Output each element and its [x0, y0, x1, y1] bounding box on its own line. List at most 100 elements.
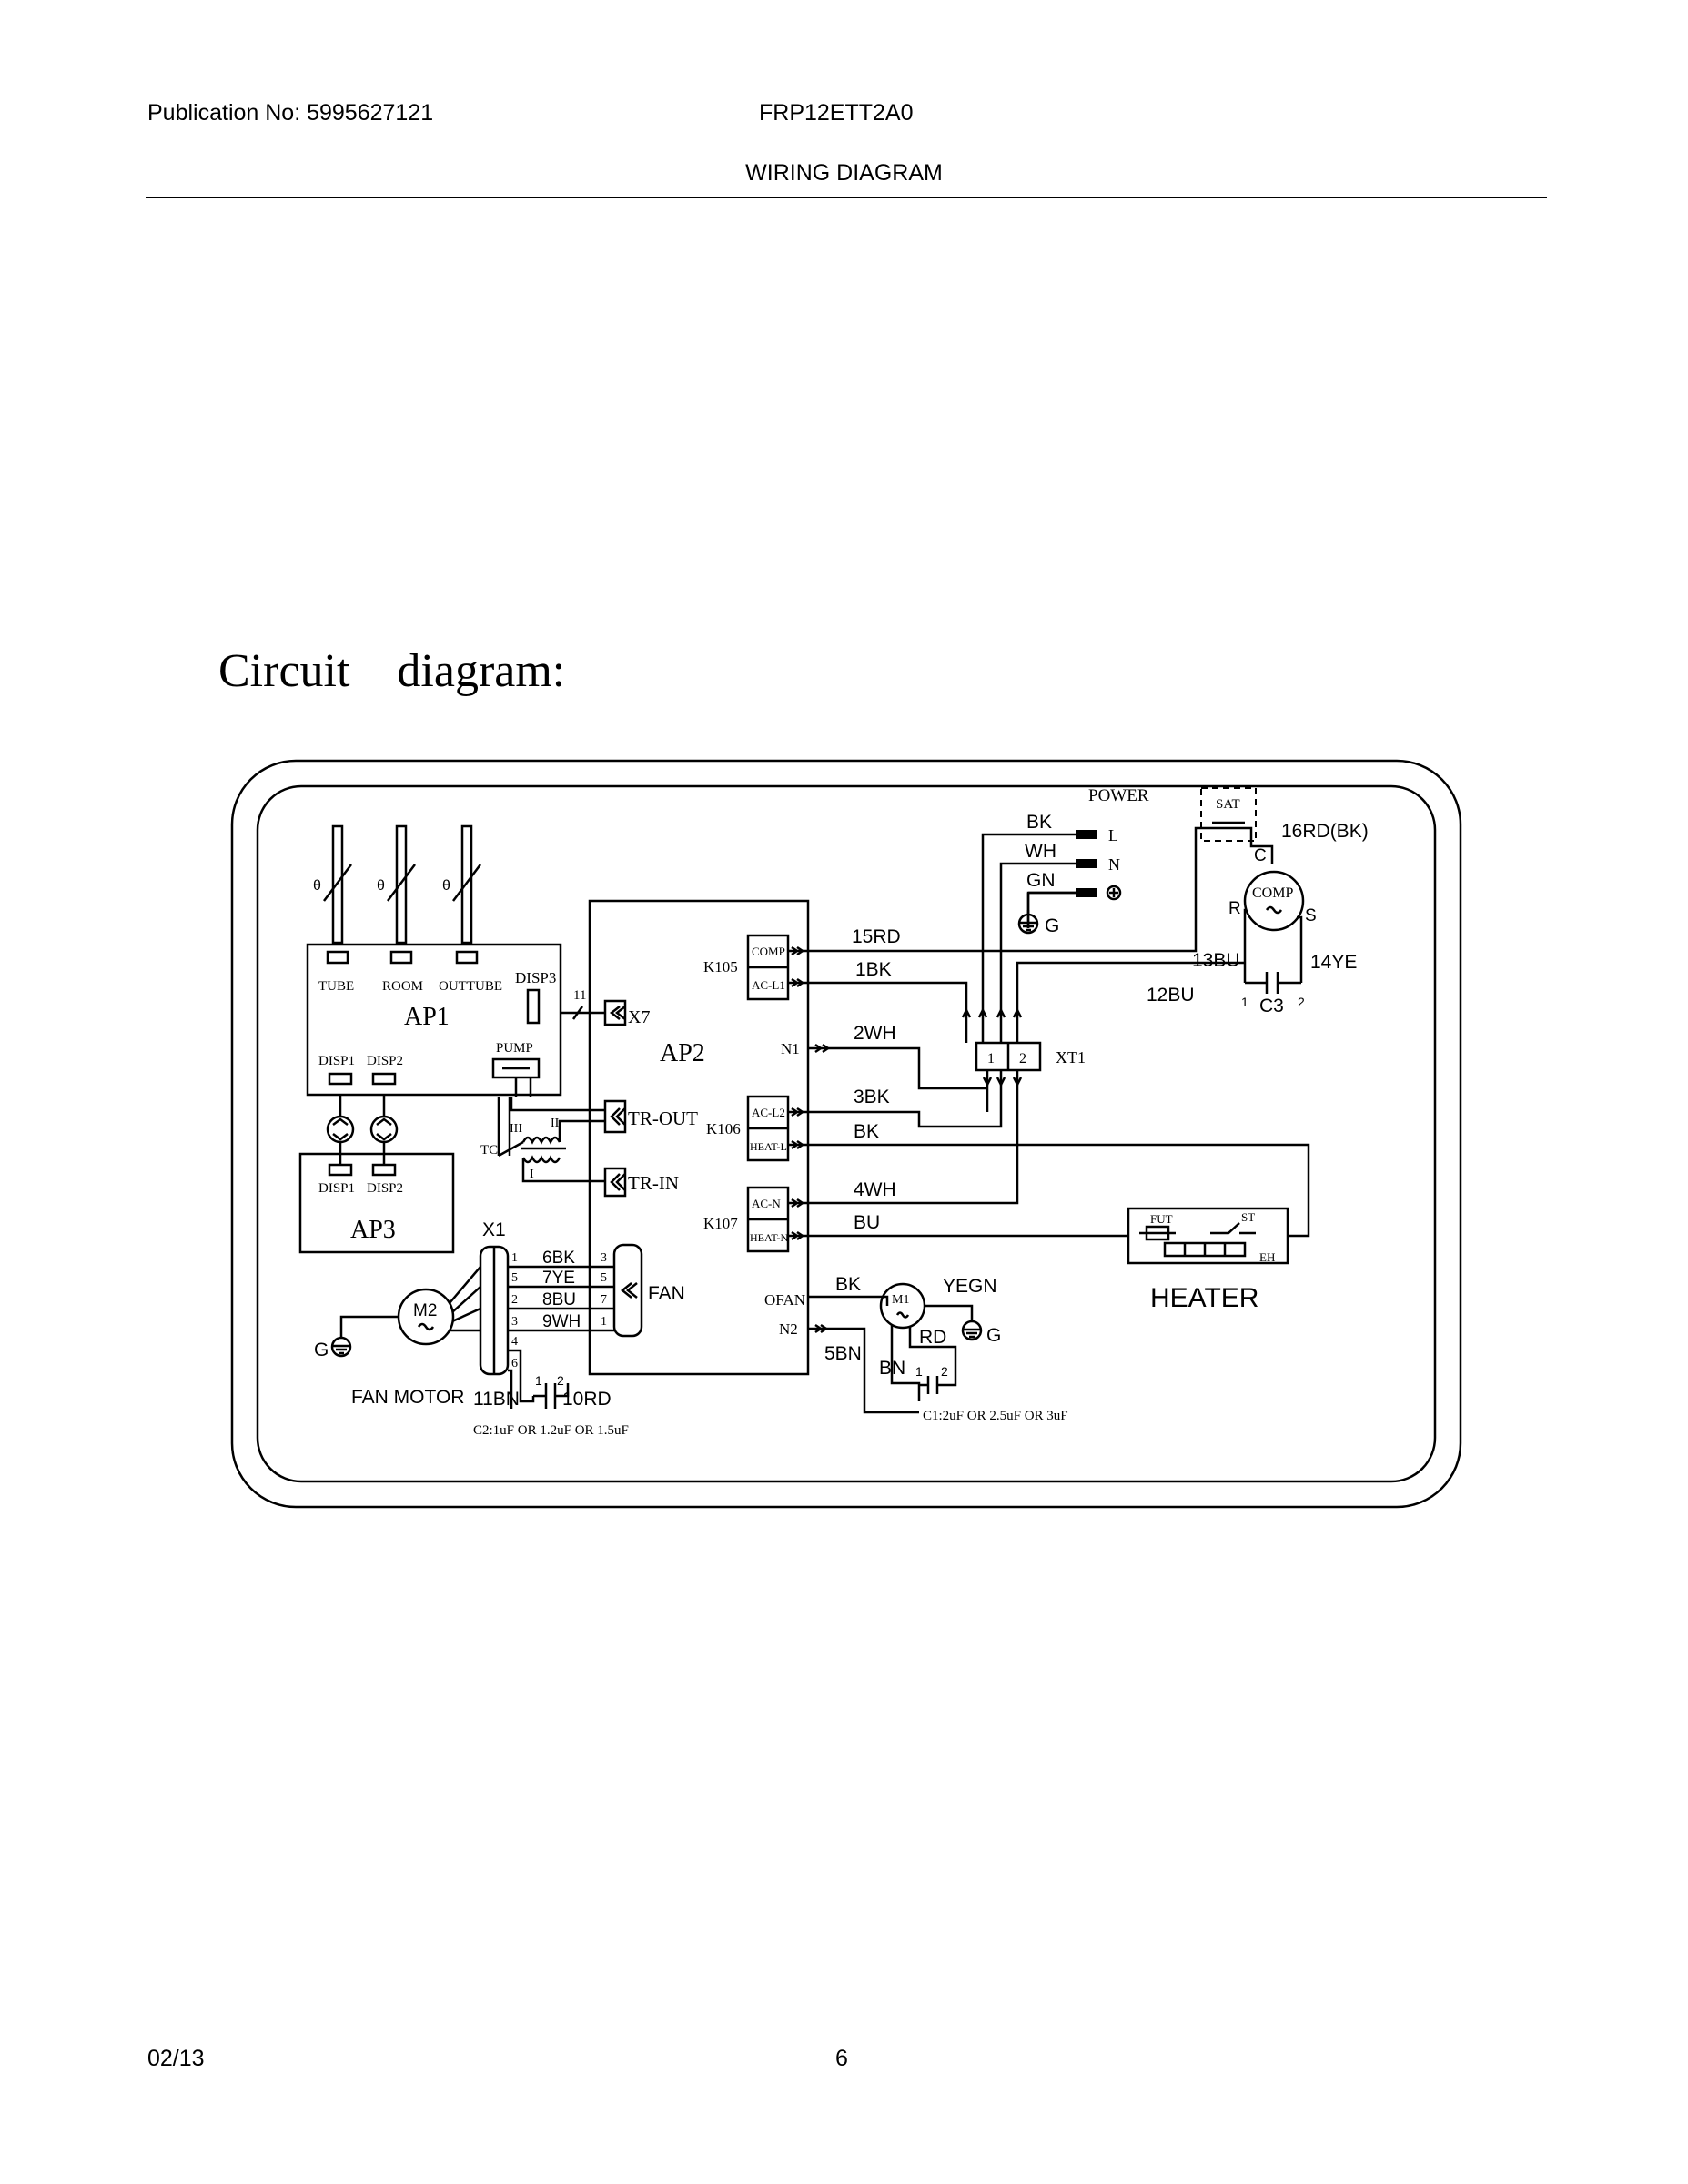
- ap3-disp1-label: DISP1: [318, 1181, 355, 1196]
- page-title: WIRING DIAGRAM: [745, 160, 943, 186]
- c1-pin1: 1: [915, 1364, 923, 1379]
- ap3-disp2-label: DISP2: [367, 1181, 403, 1196]
- wire-rd-label: RD: [919, 1327, 946, 1348]
- ground-icon: [1017, 893, 1039, 935]
- wire-7ye-label: 7YE: [542, 1269, 575, 1288]
- wire-bk-m1-label: BK: [835, 1274, 861, 1295]
- compressor: SAT 16RD(BK) C COMP R S 13BU 14YE 1 C3 2: [1192, 787, 1369, 1016]
- x1-pin2: 2: [511, 1293, 518, 1307]
- fan-pin3: 3: [601, 1251, 607, 1265]
- c3-pin2: 2: [1298, 995, 1305, 1009]
- power-bk-label: BK: [1026, 812, 1052, 833]
- m1-ground-label: G: [986, 1325, 1001, 1346]
- heat-n-port-label: HEAT-N: [750, 1231, 789, 1244]
- m2-motor: M2 G FAN MOTOR: [314, 1266, 481, 1408]
- wire-15rd-label: 15RD: [852, 926, 901, 947]
- ofan-label: OFAN: [764, 1291, 805, 1309]
- ap2-label: AP2: [660, 1039, 705, 1067]
- wire-14ye-label: 14YE: [1310, 952, 1357, 973]
- disp3-port: [526, 988, 541, 1025]
- tr-in-connector: TR-IN: [603, 1167, 679, 1198]
- ap1-ap3-connectors: [326, 1095, 399, 1165]
- x1-label: X1: [482, 1219, 506, 1240]
- comp-r-label: R: [1228, 899, 1241, 918]
- x1-pin3: 3: [511, 1315, 518, 1329]
- power-wh-label: WH: [1025, 841, 1056, 862]
- fan-pin5: 5: [601, 1271, 607, 1285]
- tr-out-label: TR-OUT: [628, 1107, 698, 1129]
- n1-label: N1: [781, 1040, 800, 1057]
- fan-connector: FAN 3 5 7 1: [601, 1243, 685, 1338]
- xt1-label: XT1: [1056, 1048, 1086, 1067]
- pump-label: PUMP: [496, 1041, 533, 1056]
- sensor-tube-label: TUBE: [318, 979, 354, 994]
- m2-ground-label: G: [314, 1340, 329, 1360]
- wire-10rd-label: 10RD: [562, 1389, 612, 1410]
- wire-5bn-label: 5BN: [824, 1343, 862, 1364]
- x1-connector: X1 1 5 2 3 4 6: [479, 1219, 518, 1376]
- ap1-disp1-label: DISP1: [318, 1054, 355, 1068]
- transformer: TC III II I: [480, 1077, 605, 1183]
- c3-pin1: 1: [1241, 995, 1248, 1009]
- wire-8bu-label: 8BU: [542, 1290, 576, 1309]
- c3-label: C3: [1259, 996, 1284, 1016]
- ground-icon: [961, 1320, 983, 1341]
- winding-2-label: II: [551, 1117, 560, 1130]
- k106-label: K106: [706, 1120, 741, 1138]
- comp-port-label: COMP: [752, 945, 785, 958]
- wire-16rd-label: 16RD(BK): [1281, 821, 1369, 842]
- k105-label: K105: [703, 958, 738, 976]
- sat-switch: [1200, 787, 1257, 842]
- tr-out-connector: TR-OUT: [603, 1099, 698, 1134]
- theta-icon: θ: [377, 878, 385, 894]
- wire-3bk-label: 3BK: [854, 1087, 890, 1107]
- sensor-outtube-label: OUTTUBE: [439, 979, 502, 994]
- c2-pin1: 1: [535, 1373, 542, 1388]
- ground-icon: [330, 1336, 352, 1358]
- wire-9wh-label: 9WH: [542, 1312, 581, 1331]
- comp-c-label: C: [1254, 846, 1267, 865]
- wire-bk-heat-label: BK: [854, 1121, 879, 1142]
- m2-label: M2: [413, 1301, 437, 1320]
- wire-2wh-label: 2WH: [854, 1023, 896, 1044]
- disp3-label: DISP3: [515, 969, 556, 986]
- sensor-outtube: θ: [442, 824, 481, 965]
- wire-yegn-label: YEGN: [943, 1276, 997, 1297]
- c2-label: C2:1uF OR 1.2uF OR 1.5uF: [473, 1423, 629, 1438]
- heater-label: HEATER: [1150, 1283, 1258, 1313]
- st-label: ST: [1241, 1210, 1255, 1224]
- fut-label: FUT: [1150, 1212, 1173, 1226]
- earth-icon: [1106, 885, 1122, 901]
- ap1-disp2-label: DISP2: [367, 1054, 403, 1068]
- x1-pin6: 6: [511, 1357, 518, 1370]
- heater: FUT ST EH HEATER: [1127, 1207, 1289, 1313]
- winding-3-label: III: [510, 1122, 522, 1136]
- c1-pin2: 2: [941, 1364, 948, 1379]
- n2-label: N2: [779, 1320, 798, 1338]
- ap3-board: DISP1 DISP2 AP3: [298, 1152, 455, 1254]
- theta-icon: θ: [313, 878, 321, 894]
- x7-label: X7: [628, 1007, 650, 1027]
- ap1-label: AP1: [404, 1003, 450, 1031]
- sat-label: SAT: [1216, 797, 1240, 812]
- power-n-label: N: [1108, 855, 1120, 874]
- ap3-label: AP3: [350, 1216, 396, 1244]
- comp-motor: [1243, 870, 1305, 932]
- power-g-label: G: [1045, 915, 1059, 936]
- comp-s-label: S: [1305, 906, 1317, 925]
- x1-pin5: 5: [511, 1271, 518, 1285]
- ac-l2-port-label: AC-L2: [752, 1106, 785, 1119]
- x7-connector: X7: [603, 999, 650, 1027]
- header-rule: [146, 197, 1547, 198]
- xt1-t1: 1: [987, 1051, 995, 1067]
- power-section: POWER BK WH GN L N G: [981, 786, 1149, 1012]
- winding-1-label: I: [530, 1168, 534, 1181]
- ac-l1-port-label: AC-L1: [752, 978, 785, 992]
- fan-label: FAN: [648, 1283, 685, 1304]
- xt1-t2: 2: [1019, 1051, 1026, 1067]
- fan-pin1: 1: [601, 1315, 607, 1329]
- footer-page-number: 6: [835, 2046, 848, 2071]
- publication-number: Publication No: 5995627121: [147, 100, 434, 126]
- power-l-label: L: [1108, 826, 1118, 844]
